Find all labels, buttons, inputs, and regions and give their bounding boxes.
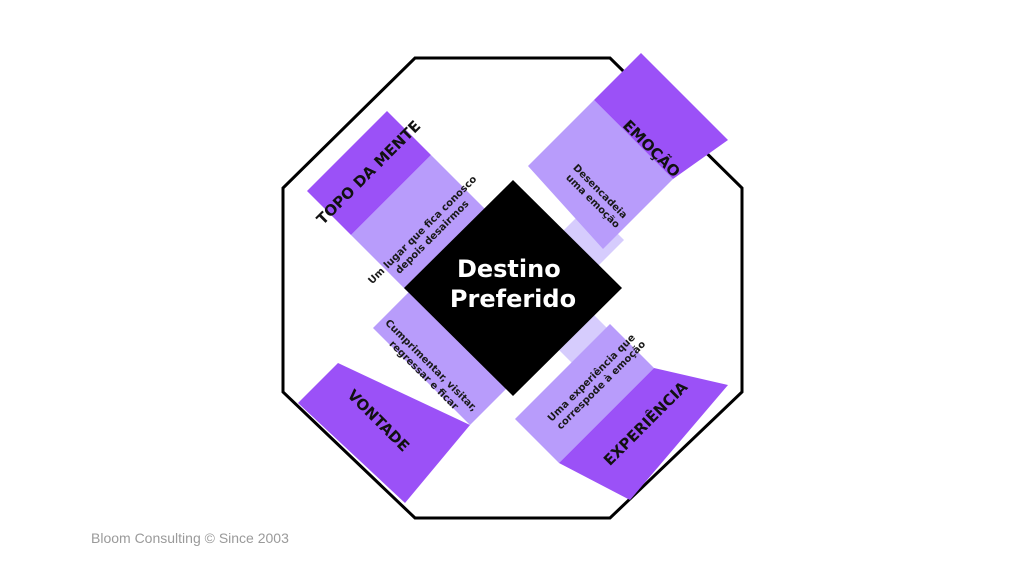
arm-experiencia: EXPERIÊNCIA Uma experiência que correspo… — [515, 310, 728, 500]
arm-nw-mid — [351, 155, 507, 310]
arm-ne-mid — [528, 100, 673, 249]
svg-text:Destino Preferido: Destino Preferido — [450, 255, 576, 313]
arm-sw-mid — [373, 288, 510, 425]
center-title-line2: Preferido — [450, 285, 576, 313]
arm-se-outer — [559, 368, 728, 500]
arm-se-mid — [515, 324, 654, 463]
arm-ne-outer — [594, 53, 728, 179]
arm-topo-da-mente: TOPO DA MENTE Um lugar que fica conosco … — [307, 111, 507, 310]
center-title-line1: Destino — [457, 255, 561, 283]
arm-sw-outer — [298, 363, 470, 503]
arm-nw-outer — [307, 111, 431, 235]
center-diamond — [404, 180, 622, 396]
footer-copyright: Bloom Consulting © Since 2003 — [91, 530, 289, 546]
